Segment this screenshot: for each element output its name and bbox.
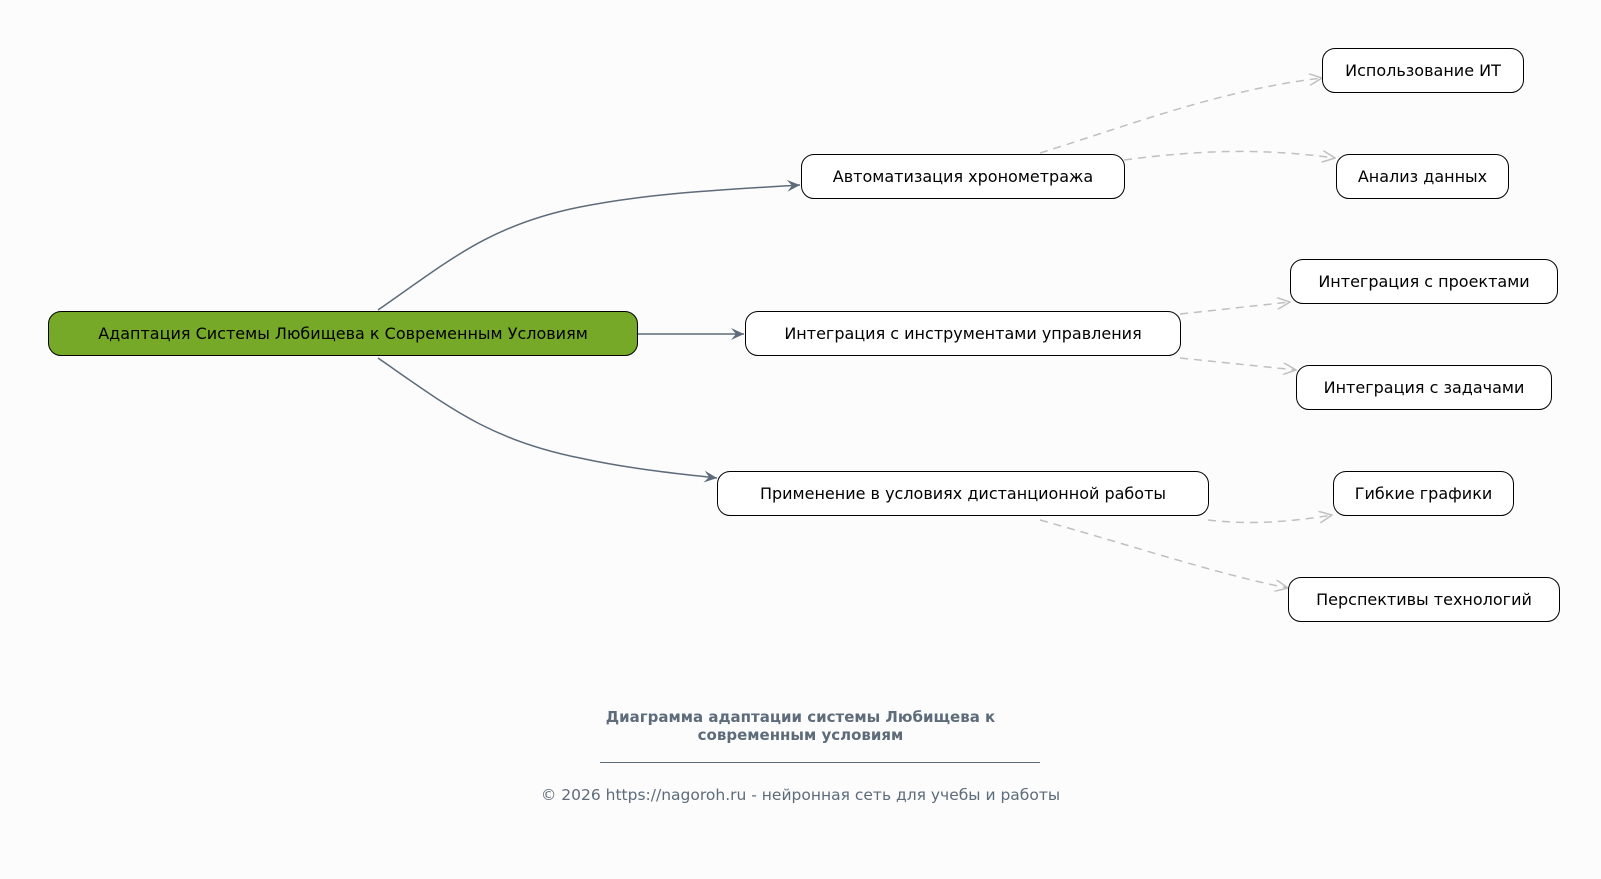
edge-data: [1123, 151, 1335, 160]
branch-label: Применение в условиях дистанционной рабо…: [759, 484, 1167, 503]
diagram-title: Диаграмма адаптации системы Любищева к с…: [0, 708, 1601, 744]
leaf-label: Интеграция с задачами: [1323, 378, 1525, 397]
leaf-label: Использование ИТ: [1345, 61, 1501, 80]
root-label: Адаптация Системы Любищева к Современным…: [98, 324, 588, 343]
branch-node-integration[interactable]: Интеграция с инструментами управления: [745, 311, 1181, 356]
edge-flex: [1207, 515, 1332, 524]
branch-node-automation[interactable]: Автоматизация хронометража: [801, 154, 1125, 199]
leaf-label: Интеграция с проектами: [1318, 272, 1530, 291]
branch-label: Интеграция с инструментами управления: [784, 324, 1142, 343]
title-line-1: Диаграмма адаптации системы Любищева к: [605, 708, 996, 726]
edge-perspectives: [1039, 519, 1288, 588]
edge-projects: [1179, 302, 1290, 315]
leaf-node[interactable]: Интеграция с задачами: [1296, 365, 1552, 410]
footer-text: © 2026 https://nagoroh.ru - нейронная се…: [540, 786, 1061, 804]
edge-root-remote: [377, 357, 718, 483]
leaf-label: Перспективы технологий: [1316, 590, 1532, 609]
leaf-label: Гибкие графики: [1354, 484, 1493, 503]
leaf-label: Анализ данных: [1357, 167, 1488, 186]
root-node[interactable]: Адаптация Системы Любищева к Современным…: [48, 311, 638, 356]
leaf-node[interactable]: Анализ данных: [1336, 154, 1509, 199]
branch-label: Автоматизация хронометража: [832, 167, 1094, 186]
leaf-node[interactable]: Гибкие графики: [1333, 471, 1514, 516]
leaf-node[interactable]: Перспективы технологий: [1288, 577, 1560, 622]
edge-root-automation: [377, 179, 801, 311]
title-line-2: современным условиям: [697, 726, 904, 744]
divider: [600, 762, 1040, 763]
edge-it: [1039, 78, 1322, 154]
edge-tasks: [1179, 357, 1296, 370]
leaf-node[interactable]: Использование ИТ: [1322, 48, 1524, 93]
leaf-node[interactable]: Интеграция с проектами: [1290, 259, 1558, 304]
branch-node-remote[interactable]: Применение в условиях дистанционной рабо…: [717, 471, 1209, 516]
